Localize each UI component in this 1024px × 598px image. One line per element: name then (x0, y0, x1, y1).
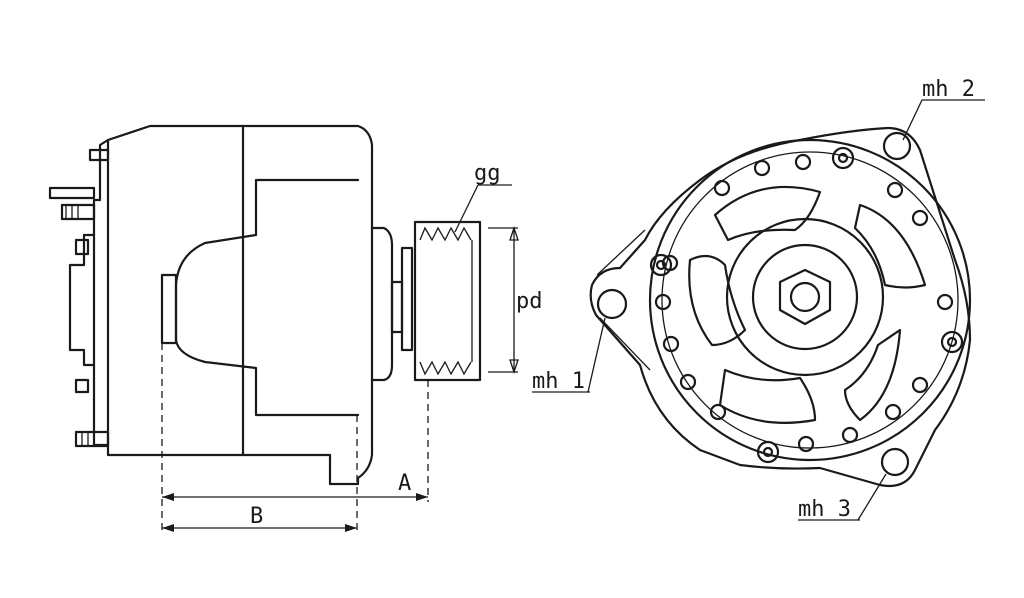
mount-hole-1 (596, 288, 628, 320)
hub-mid (751, 243, 859, 351)
hub-outer (725, 217, 885, 377)
a-label: A (398, 471, 411, 496)
mounting-studs (649, 146, 964, 464)
shaft-end (789, 281, 821, 313)
bearing-boss (370, 226, 394, 382)
front-body-circle (648, 138, 972, 462)
pulley (413, 220, 482, 382)
dimensions: pd gg A B (161, 161, 543, 532)
shaft-spacer (400, 246, 414, 352)
shaft-hex-nut (778, 268, 832, 326)
stator-recess (174, 178, 360, 417)
pulley-grooves-top (419, 226, 472, 242)
mh1-label: mh 1 (532, 369, 585, 394)
front-view (589, 126, 972, 488)
mount-hole-3 (880, 447, 910, 477)
b-label: B (250, 504, 263, 529)
pulley-grooves-bottom (419, 360, 472, 376)
mh2-label: mh 2 (922, 77, 975, 102)
pd-label: pd (516, 289, 543, 314)
front-body-inner (661, 151, 959, 449)
gg-leader (454, 184, 479, 233)
vent-windows (688, 185, 927, 424)
housing-outline (106, 124, 374, 486)
rear-terminals (48, 138, 110, 448)
mh3-label: mh 3 (798, 497, 851, 522)
gg-label: gg (474, 161, 501, 186)
vent-holes (654, 153, 954, 453)
side-view (48, 124, 482, 486)
front-flange-outline (589, 126, 972, 488)
mount-hole-labels: mh 1 mh 2 mh 3 (532, 77, 985, 522)
mount-hole-2 (882, 131, 912, 161)
shaft-collar (390, 280, 404, 334)
rear-slot (160, 273, 178, 345)
pulley-body (413, 220, 482, 382)
